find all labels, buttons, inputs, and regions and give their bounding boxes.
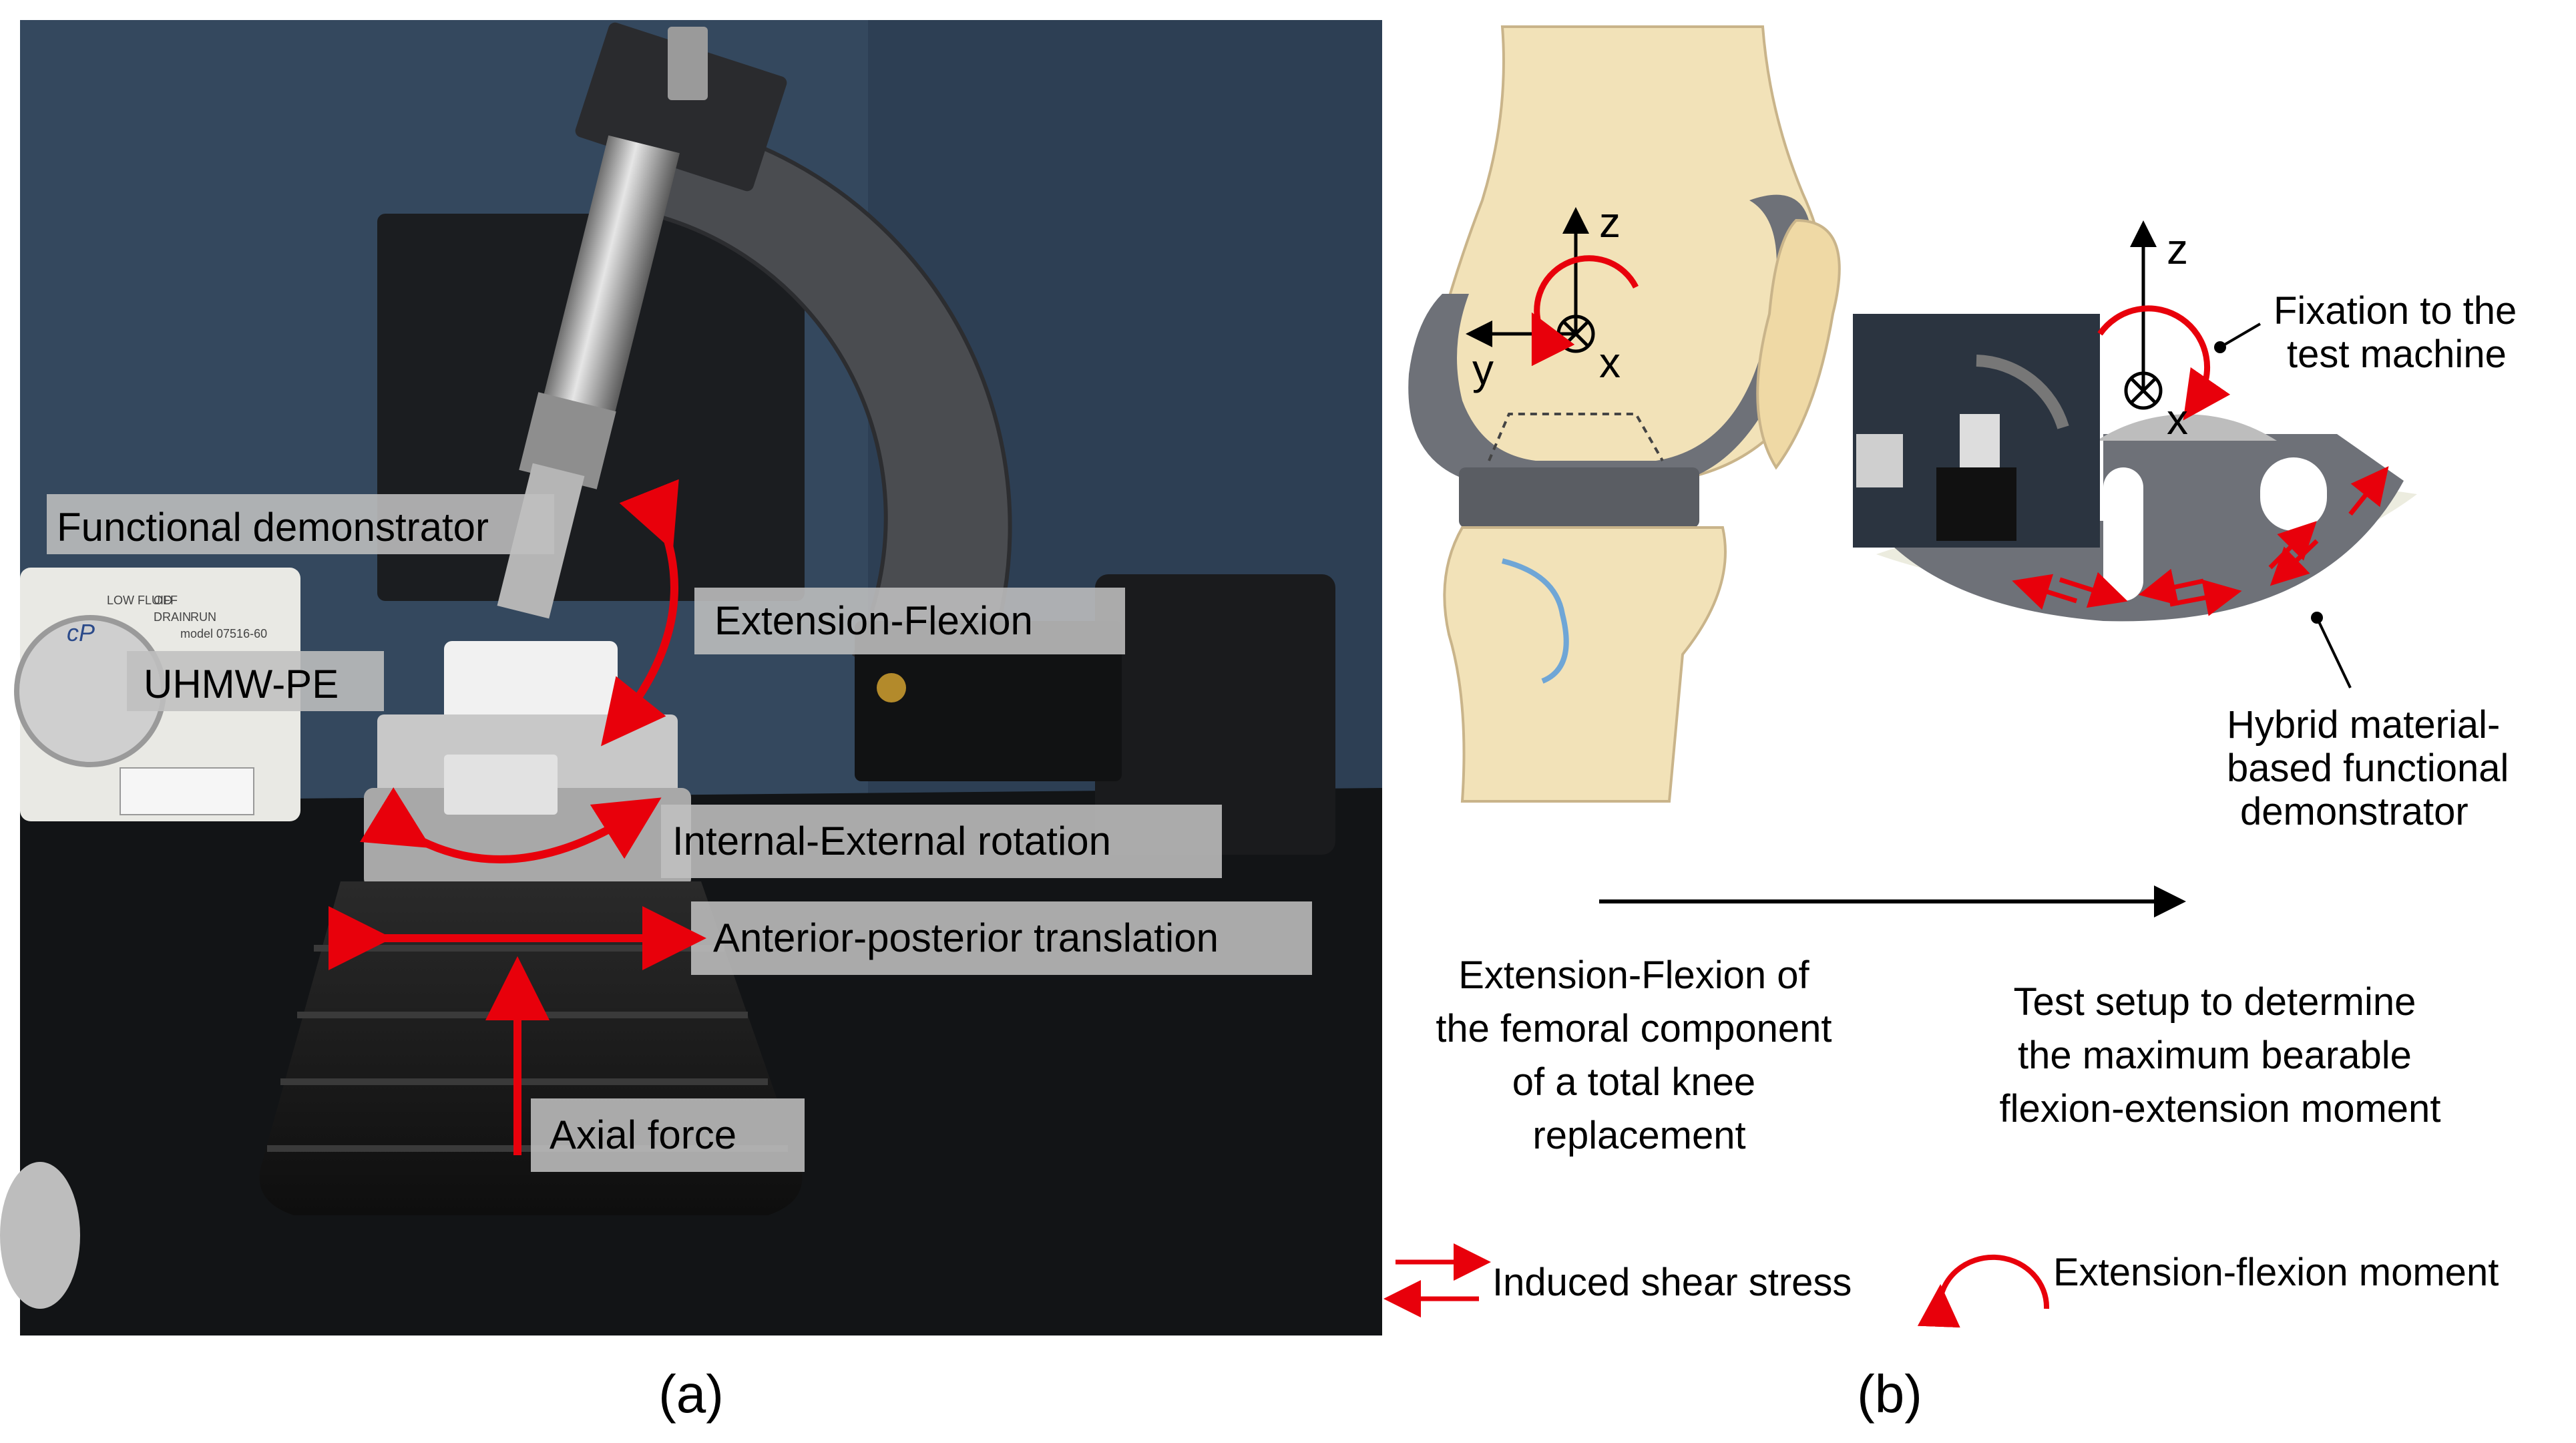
- hybrid-line-1: Hybrid material-: [2227, 703, 2500, 747]
- caption-a: (a): [658, 1364, 724, 1424]
- label-anterior-posterior: Anterior-posterior translation: [713, 915, 1219, 960]
- tibia-bone: [1443, 526, 1727, 803]
- pump-sticker: [120, 767, 254, 815]
- caption-b: (b): [1857, 1364, 1922, 1424]
- pump-brand: cP: [67, 619, 95, 646]
- label-box-internal-external: [661, 805, 1222, 878]
- brass-fitting: [877, 673, 906, 702]
- actuator-box: [1095, 574, 1335, 855]
- desc-right-line-3: flexion-extension moment: [2000, 1087, 2441, 1130]
- inset-arc: [1976, 355, 2069, 429]
- pump-drain: DRAIN: [154, 610, 191, 624]
- setup-x-axis-symbol: [2124, 371, 2163, 410]
- shear-arrow: [2270, 539, 2319, 586]
- setup-z-label: z: [2167, 225, 2188, 273]
- femoral-component: [1408, 194, 1812, 484]
- disc-part: [0, 1162, 80, 1309]
- shear-arrow: [2059, 572, 2128, 608]
- shear-arrows: [2012, 466, 2389, 616]
- shear-arrow: [2012, 574, 2078, 610]
- desc-left: Extension-Flexion of the femoral compone…: [1436, 954, 1842, 1157]
- setup-x-label: x: [2167, 395, 2188, 443]
- panel-a-photo: cP LOW FLUID OFF DRAIN RUN model 07516-6…: [0, 20, 1382, 1335]
- bone-cut-line: [1488, 413, 1664, 461]
- bracket-bolt: [668, 27, 708, 100]
- label-internal-external: Internal-External rotation: [672, 819, 1111, 863]
- slot-hole: [2103, 467, 2143, 601]
- shear-arrow: [2169, 579, 2242, 616]
- tibial-insert: [1459, 467, 1699, 528]
- setup-moment-arrow: [2097, 305, 2231, 421]
- label-axial-force: Axial force: [550, 1112, 736, 1157]
- test-setup-schematic: z x: [1853, 220, 2417, 688]
- desc-left-line-3: of a total knee: [1512, 1060, 1755, 1104]
- cartilage-line: [1502, 558, 1569, 684]
- label-uhmw-pe: UHMW-PE: [144, 662, 339, 706]
- fixation-line-1: Fixation to the: [2274, 289, 2517, 333]
- desc-right: Test setup to determine the maximum bear…: [2000, 980, 2441, 1130]
- desc-left-line-1: Extension-Flexion of: [1458, 954, 1809, 997]
- inset-pump: [1856, 434, 1903, 487]
- patella: [1756, 218, 1841, 470]
- label-box-anterior-posterior: [691, 901, 1312, 975]
- label-box-uhmw-pe: [127, 651, 384, 711]
- round-hole: [2260, 457, 2327, 531]
- legend-shear-label: Induced shear stress: [1492, 1261, 1852, 1304]
- desc-left-line-4: replacement: [1532, 1114, 1745, 1157]
- panel-a-labels: Functional demonstrator UHMW-PE Extensio…: [47, 494, 1312, 1172]
- hybrid-text: Hybrid material- based functional demons…: [2227, 703, 2520, 833]
- label-box-extension-flexion: [694, 588, 1125, 654]
- fixation-line-2: test machine: [2287, 333, 2507, 376]
- desc-right-line-2: the maximum bearable: [2018, 1034, 2412, 1077]
- legend-moment-arrow: [1917, 1254, 2050, 1328]
- label-box-functional-demonstrator: [47, 494, 554, 554]
- label-extension-flexion: Extension-Flexion: [714, 598, 1033, 643]
- hybrid-line-3: demonstrator: [2240, 790, 2468, 833]
- desc-right-line-1: Test setup to determine: [2013, 980, 2416, 1024]
- inset-bellows: [1936, 467, 2016, 541]
- load-cell: [542, 135, 680, 419]
- pump-low-fluid: LOW FLUID: [107, 594, 172, 607]
- hybrid-leader-dot: [2311, 612, 2323, 624]
- knee-y-label: y: [1472, 345, 1494, 393]
- fixture-clamp: [444, 755, 558, 815]
- knee-illustration: [1408, 25, 1841, 803]
- knee-x-label: x: [1599, 339, 1621, 387]
- desc-left-line-2: the femoral component: [1436, 1007, 1832, 1050]
- knee-moment-arrow: [1531, 255, 1639, 367]
- pump-run: RUN: [190, 610, 216, 624]
- extension-flexion-arrow: [601, 479, 679, 747]
- hybrid-line-2: based functional: [2227, 747, 2509, 790]
- actuator-arm: [855, 621, 1122, 781]
- pump-model: model 07516-60: [180, 627, 267, 640]
- inset-demonstrator: [1960, 414, 2000, 467]
- panel-a-arrows: [329, 479, 706, 1155]
- legend-moment-label: Extension-flexion moment: [2053, 1251, 2499, 1294]
- fixation-leader-line: [2219, 323, 2262, 349]
- legend: Induced shear stress Extension-flexion m…: [1383, 1243, 2499, 1328]
- label-functional-demonstrator: Functional demonstrator: [57, 505, 489, 550]
- fixation-leader-dot: [2214, 341, 2226, 353]
- internal-external-arrow: [360, 787, 662, 863]
- hybrid-leader-line: [2316, 617, 2352, 688]
- knee-z-label: z: [1599, 198, 1621, 246]
- setup-x-cross: [2130, 377, 2157, 404]
- shear-arrow: [2348, 466, 2389, 516]
- fixation-text: Fixation to the test machine: [2274, 289, 2527, 376]
- label-box-axial-force: [531, 1098, 805, 1172]
- fixation-plate: [2097, 414, 2277, 441]
- knee-axes: z y x: [1466, 198, 1639, 393]
- pump-off: OFF: [154, 594, 178, 607]
- hex-nut: [519, 392, 616, 489]
- shear-arrow: [2138, 568, 2204, 606]
